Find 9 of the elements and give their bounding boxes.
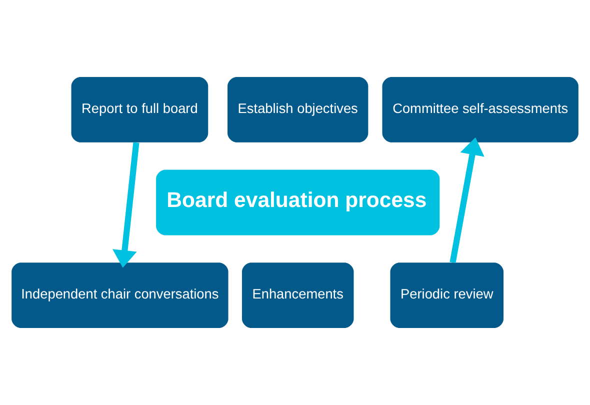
node-box: Committee self-assessments (382, 77, 578, 142)
node-box: Establish objectives (228, 77, 368, 142)
node-box: Report to full board (71, 77, 208, 142)
arrow (112, 142, 140, 268)
node-box: Periodic review (390, 262, 504, 328)
node-box: Enhancements (242, 262, 354, 328)
arrow (450, 137, 484, 264)
node-box: Independent chair conversations (12, 262, 228, 328)
node-box: Board evaluation process (156, 170, 440, 236)
